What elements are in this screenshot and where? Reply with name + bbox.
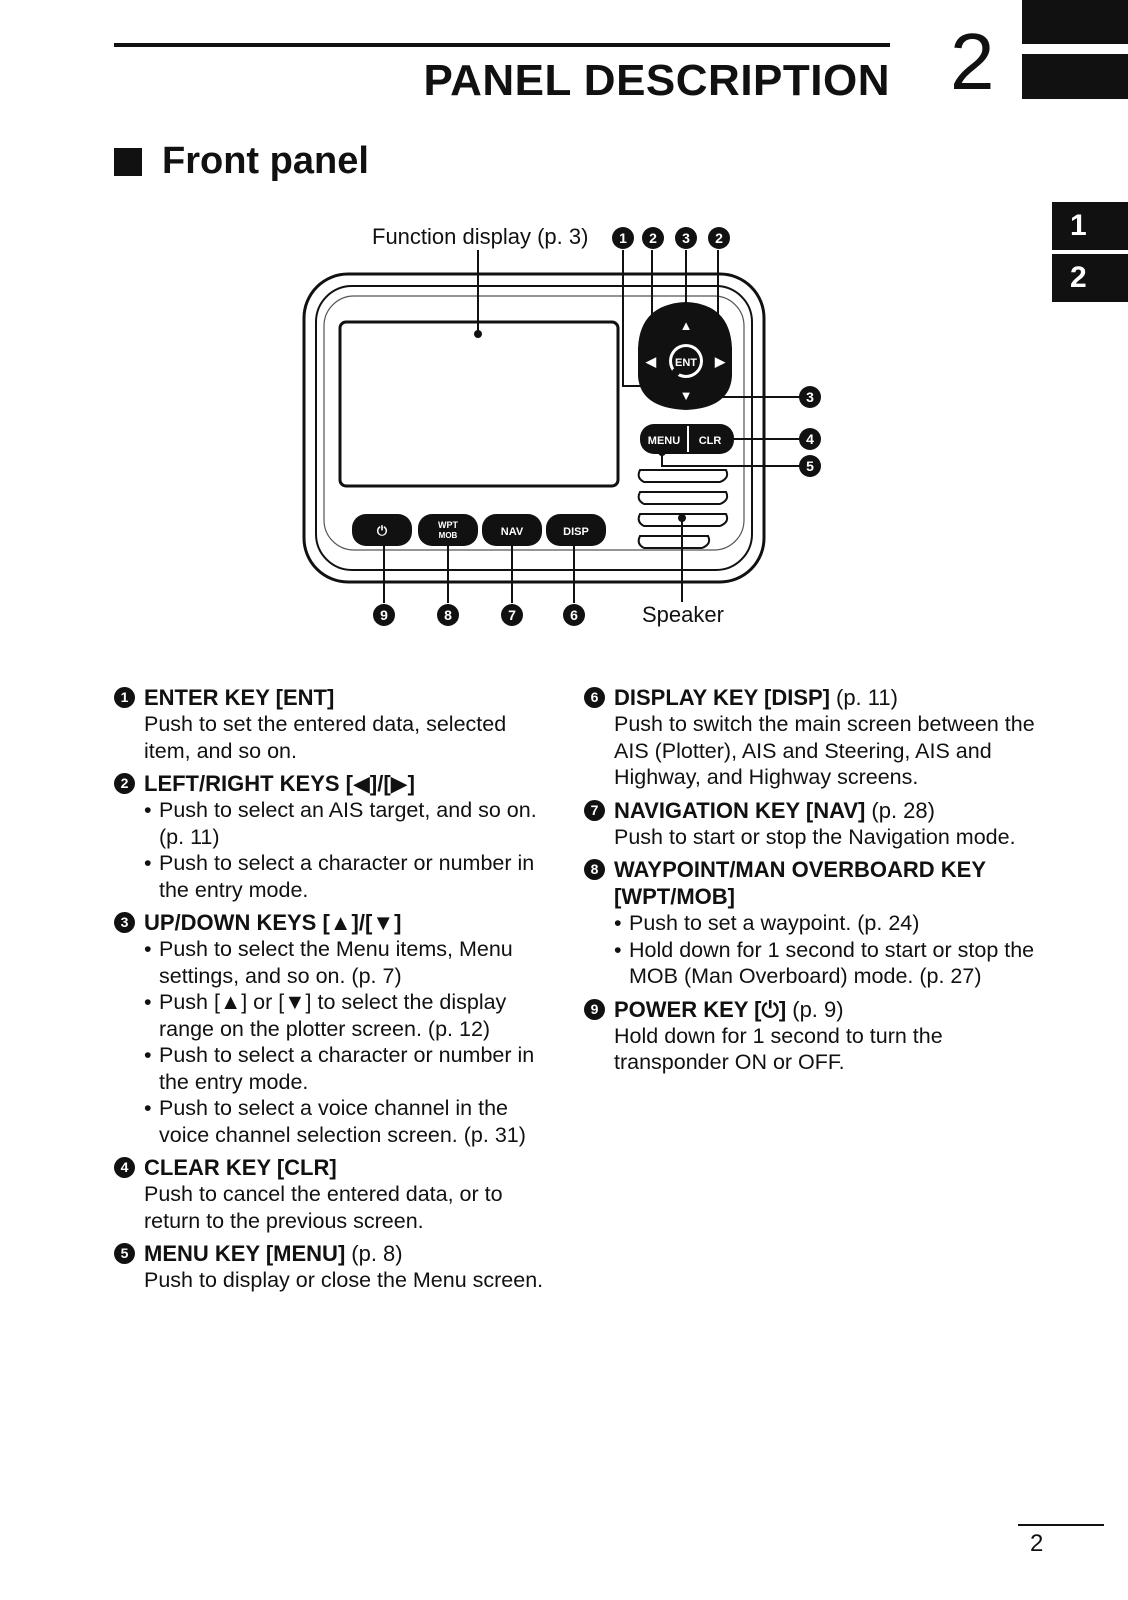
power-key-icon: ⏻ [377,523,388,538]
callout-2: 2 [649,230,657,246]
chapter-tab-1[interactable]: 1 [1052,202,1128,250]
function-display [338,320,620,488]
ent-key-label: ENT [675,357,697,369]
page-reference: (p. 11) [836,685,898,710]
disp-key-label: DISP [563,526,589,538]
front-panel-diagram: Function display (p. 3) Speaker [0,0,1128,660]
number-badge: 2 [114,773,135,794]
footer-rule [1018,1524,1104,1526]
item-description: Push to switch the main screen between t… [614,712,1035,789]
chapter-tab-2[interactable]: 2 [1052,254,1128,302]
nav-key-label: NAV [501,526,524,538]
item-description: Push to cancel the entered data, or to r… [144,1182,503,1233]
menu-key-label: MENU [648,435,680,447]
callout-1: 1 [619,230,627,246]
bullet: Push to set a waypoint. (p. 24) [614,910,1044,937]
bullet: Hold down for 1 second to start or stop … [614,937,1044,990]
section-square-icon [114,147,142,176]
callout-3: 3 [682,230,690,246]
section-heading: Front panel [114,140,369,183]
power-icon: ⏻ [761,996,779,1022]
chapter-marker-bar [1022,0,1128,44]
callout-5: 5 [806,458,814,474]
header-rule [114,43,890,47]
item-bullets: Push to set a waypoint. (p. 24) Hold dow… [584,910,1044,990]
number-badge: 7 [584,799,605,821]
number-badge: 8 [584,859,605,880]
page-reference: (p. 28) [871,797,935,823]
item-up-down-keys: 3UP/DOWN KEYS [▲]/[▼] Push to select the… [114,909,544,1148]
item-bullets: Push to select an AIS target, and so on.… [114,797,544,903]
chapter-marker-bar [1022,54,1128,99]
bullet: Push to select the Menu items, Menu sett… [144,936,544,989]
item-bullets: Push to select the Menu items, Menu sett… [114,936,544,1148]
up-key-icon: ▲ [680,318,693,333]
number-badge: 4 [114,1157,135,1178]
down-key-icon: ▼ [680,388,693,403]
page-reference: (p. 8) [351,1241,403,1266]
mob-key-label: MOB [439,531,458,540]
item-description: Push to display or close the Menu screen… [144,1268,544,1292]
item-description: Push to start or stop the Navigation mod… [614,824,1016,849]
clr-key-label: CLR [699,435,722,447]
callout-8: 8 [444,607,452,623]
page-reference: (p. 9) [792,996,844,1022]
speaker-label: Speaker [642,602,724,627]
callout-3: 3 [806,389,814,405]
number-badge: 1 [114,687,135,708]
item-description: Hold down for 1 second to turn the trans… [614,1023,943,1075]
right-key-icon: ▶ [714,354,726,369]
number-badge: 5 [114,1243,135,1264]
left-key-icon: ◀ [645,354,657,369]
callout-6: 6 [570,607,578,623]
bullet: Push [▲] or [▼] to select the display ra… [144,989,544,1042]
chapter-number: 2 [950,17,995,106]
number-badge: 3 [114,912,135,933]
section-title: Front panel [162,140,369,182]
bullet: Push to select a character or number in … [144,1042,544,1095]
bullet: Push to select an AIS target, and so on.… [144,797,544,850]
bullet: Push to select a voice channel in the vo… [144,1095,544,1148]
front-panel-drawing: ENT ▲ ▼ ◀ ▶ MENU CLR ⏻ WPT MOB NAV DISP … [302,227,821,626]
callout-2: 2 [715,230,723,246]
chapter-title: PANEL DESCRIPTION [423,56,890,105]
number-badge: 6 [584,687,605,708]
bullet: Push to select a character or number in … [144,850,544,903]
wpt-key-label: WPT [438,520,458,530]
callout-4: 4 [806,431,814,447]
page-number: 2 [1030,1530,1044,1557]
item-description: Push to set the entered data, selected i… [144,712,507,763]
function-display-label: Function display (p. 3) [372,224,589,249]
callout-9: 9 [380,607,388,623]
number-badge: 9 [584,998,605,1020]
callout-7: 7 [508,607,516,623]
